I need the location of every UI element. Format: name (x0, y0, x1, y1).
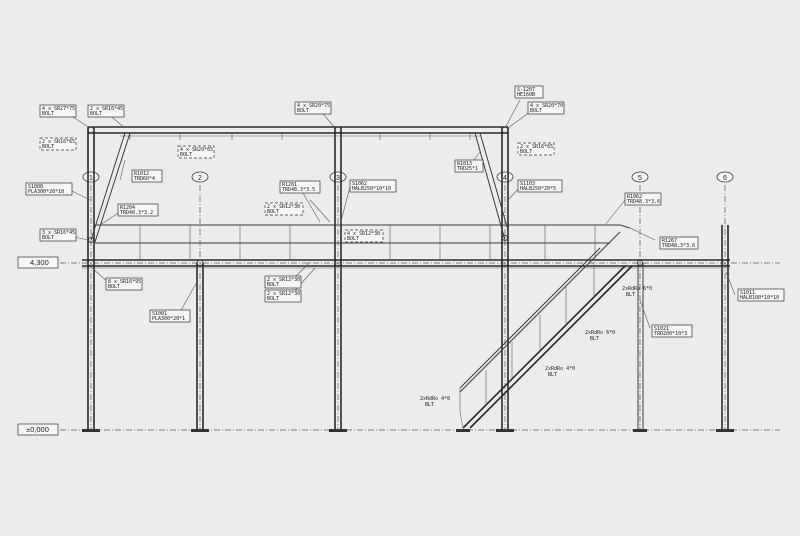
label-l13-a: S1062 (352, 181, 367, 187)
label-l29-b: BLT (548, 372, 557, 378)
label-l1-a: 4 x SR27*75 (42, 106, 75, 112)
level-ground-text: ±0,000 (26, 425, 49, 434)
label-l20-a: R1267 (662, 238, 677, 244)
label-l6-a: 2 x SR16*65 (42, 139, 75, 145)
label-l21-b: BOLT (108, 284, 120, 290)
label-l20-b: TRD48.3*3.6 (662, 243, 695, 249)
level-top-text: 4,300 (30, 258, 49, 267)
grid-axis-3: 3 (336, 175, 340, 182)
label-l2-b: BOLT (90, 111, 102, 117)
label-l11-b: PLA300*20*10 (28, 189, 64, 195)
label-l26-a: S1021 (654, 326, 669, 332)
connections (87, 126, 729, 267)
label-l30-a: 2xRdRo 4*0 (420, 396, 450, 402)
label-l3-a: 4 x SR20*75 (297, 103, 330, 109)
top-beam (88, 126, 508, 140)
label-l23-a: 2 x SR12*30 (267, 291, 300, 297)
label-l4-a: S-1207 (517, 87, 535, 93)
label-l9-b: TRD25*1 (457, 166, 478, 172)
label-l10-b: TRD60*4 (134, 176, 155, 182)
label-l12-b: TRD48.3*3.5 (282, 187, 315, 193)
label-l5-a: 4 x SR20*70 (530, 103, 563, 109)
label-l9-a: R1013 (457, 161, 472, 167)
label-l22-b: BOLT (267, 282, 279, 288)
label-l27-a: 2xRdRo 6*0 (622, 286, 652, 292)
grid-axis-6: 6 (723, 175, 727, 182)
label-l22-a: 2 x SR12*30 (267, 277, 300, 283)
columns (87, 127, 729, 430)
label-l15-b: TRD48.3*3.2 (120, 210, 153, 216)
label-l23-b: BOLT (267, 296, 279, 302)
label-l7-a: 4 x SR20*65 (180, 147, 213, 153)
level-lines (60, 262, 780, 431)
grid-axis-5: 5 (638, 175, 642, 182)
stair (459, 231, 633, 429)
label-l24-a: S1011 (740, 290, 755, 296)
label-l29-a: 2xRdRo 4*0 (545, 366, 575, 372)
grid-axis-4: 4 (503, 175, 507, 182)
member-labels: 4 x SR27*75 BOLT 2 x SR16*45 BOLT 4 x SR… (25, 85, 785, 408)
label-l14-b: HALB250*20*5 (520, 186, 556, 192)
level-marker-top: 4,300 (17, 256, 59, 269)
label-l30-b: BLT (425, 402, 434, 408)
braces (90, 132, 509, 243)
label-l25-a: S1001 (152, 311, 167, 317)
label-l28-a: 2xRdRo 6*0 (585, 330, 615, 336)
label-l25-b: PLA300*20*1 (152, 316, 185, 322)
label-l15-a: R1204 (120, 205, 135, 211)
label-l19-a: 3 x SR16*45 (42, 230, 75, 236)
label-l19-b: BOLT (42, 235, 54, 241)
label-l16-a: 2 x SR12*30 (267, 204, 300, 210)
label-l2-a: 2 x SR16*45 (90, 106, 123, 112)
label-l5-b: BOLT (530, 108, 542, 114)
label-l8-a: 2 x SR16*65 (520, 144, 553, 150)
label-l14-a: S1103 (520, 181, 535, 187)
label-l10-a: R1012 (134, 171, 149, 177)
label-l3-b: BOLT (297, 108, 309, 114)
grid-axes (90, 185, 726, 430)
label-l12-a: R1201 (282, 182, 297, 188)
label-l24-b: HALB100*10*10 (740, 295, 779, 301)
label-l7-b: BOLT (180, 152, 192, 158)
label-l13-b: HALB250*10*10 (352, 186, 391, 192)
base-plates (82, 429, 734, 432)
label-l1-b: BOLT (42, 111, 54, 117)
label-l21-a: 8 x SR16*95 (108, 279, 141, 285)
grid-bubbles: 1 2 3 4 5 6 (82, 171, 734, 183)
handrails (95, 224, 631, 260)
label-l18-a: 4 x SR12*30 (347, 231, 380, 237)
label-l17-b: TRD48.3*3.6 (627, 199, 660, 205)
label-l17-a: R1062 (627, 194, 642, 200)
label-l4-b: HE160B (517, 92, 535, 98)
label-l18-b: BOLT (347, 236, 359, 242)
grid-axis-1: 1 (89, 175, 93, 182)
label-l16-b: BOLT (267, 209, 279, 215)
label-l27-b: BLT (626, 292, 635, 298)
label-l8-b: BOLT (520, 149, 532, 155)
label-l11-a: S1008 (28, 184, 43, 190)
label-l28-b: BLT (590, 336, 599, 342)
label-l26-b: TRD200*10*3 (654, 331, 687, 337)
level-marker-ground: ±0,000 (17, 423, 59, 436)
label-l6-b: BOLT (42, 144, 54, 150)
platform-deck (82, 259, 730, 269)
grid-axis-2: 2 (198, 175, 202, 182)
